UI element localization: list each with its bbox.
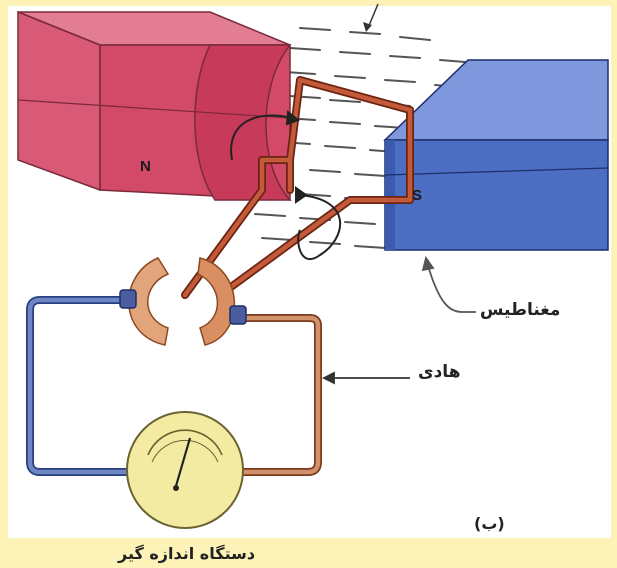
- left-frame: [0, 0, 8, 538]
- conductor-label: هادی: [418, 362, 460, 382]
- north-magnet: [18, 12, 290, 200]
- north-pole-label: N: [140, 158, 151, 175]
- magnet-label: مغناطیس: [480, 300, 560, 320]
- part-label: (ب): [474, 514, 505, 533]
- right-frame: [611, 0, 617, 538]
- meter: [127, 412, 243, 528]
- meter-caption: دستگاه اندازه گیر: [118, 544, 255, 563]
- brush-right: [230, 306, 246, 324]
- top-frame: [0, 0, 617, 6]
- south-pole-label: S: [412, 187, 422, 204]
- brush-left: [120, 290, 136, 308]
